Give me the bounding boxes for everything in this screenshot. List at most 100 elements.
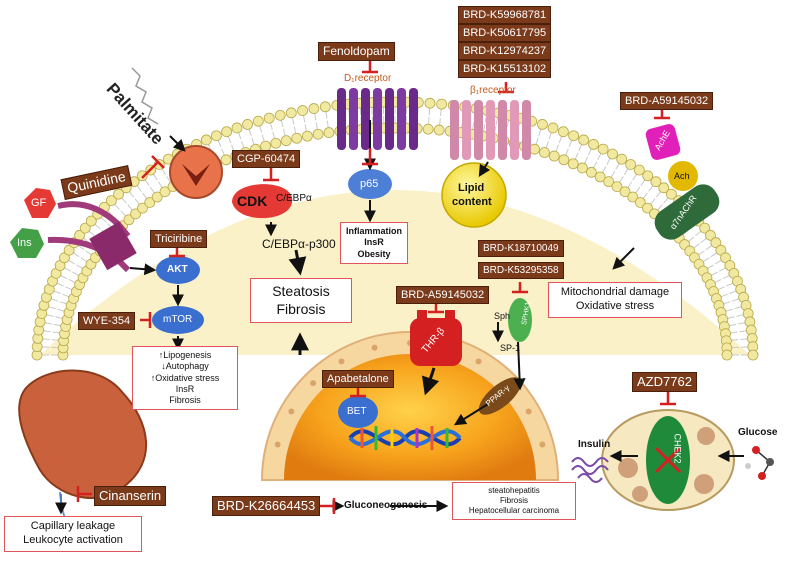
lipid-head xyxy=(567,158,579,170)
lipid-head xyxy=(642,170,654,182)
ache-enzyme-icon xyxy=(645,124,681,160)
outcome-text: Capillary leakage xyxy=(30,520,116,532)
apabetalone-drug-box: Apabetalone xyxy=(322,370,394,389)
granule-icon xyxy=(618,458,638,478)
nuclear-pore xyxy=(288,408,295,415)
nuclear-pore xyxy=(310,380,317,387)
nuclear-pore xyxy=(371,344,378,351)
outcome-text: steatohepatitis xyxy=(488,486,540,495)
lipid-head xyxy=(79,222,91,234)
mtor-node xyxy=(152,306,204,334)
wye-354-drug-box: WYE-354 xyxy=(78,312,136,331)
pancreas-organ-icon xyxy=(18,369,147,499)
inflammation-outcome-box: Inflammation InsR Obesity xyxy=(340,222,408,264)
brd-k12974237-drug-box: BRD-K12974237 xyxy=(458,42,552,61)
lipid-head xyxy=(297,105,308,116)
brd-k15513102-drug-box: BRD-K15513102 xyxy=(458,60,552,79)
outcome-text: Steatosis xyxy=(272,283,330,299)
bet-label: BET xyxy=(347,406,367,417)
lipid-head xyxy=(270,137,282,149)
lipid-head xyxy=(308,103,320,114)
gluconeogenesis-label: Gluconeogenesis xyxy=(344,500,428,511)
cytoplasm xyxy=(40,190,750,355)
lipid-head xyxy=(588,139,599,150)
lipid-head xyxy=(220,154,232,166)
brd-k26664453-drug-box: BRD-K26664453 xyxy=(212,496,321,517)
lipid-head xyxy=(529,143,540,155)
palmitate-transporter-icon xyxy=(169,145,223,199)
outcome-text: Obesity xyxy=(357,248,391,259)
ach-label: Ach xyxy=(674,171,690,181)
outcome-text: Mitochondrial damage xyxy=(560,286,670,298)
granule-icon xyxy=(632,486,648,502)
lipid-head xyxy=(721,349,733,361)
fenoldopam-drug-box: Fenoldopam xyxy=(318,42,395,62)
gf-label: GF xyxy=(31,197,47,209)
lipid-head xyxy=(747,349,759,361)
mtor-effects-outcome-box: ↑Lipogenesis ↓Autophagy ↑Oxidative stres… xyxy=(132,346,238,411)
lipid-head xyxy=(568,130,580,142)
ppar-node xyxy=(478,377,522,415)
lipid-head xyxy=(105,195,117,206)
lipid-head xyxy=(242,119,253,130)
ach-node xyxy=(668,161,698,191)
lipid-head xyxy=(252,115,264,127)
lipid-head xyxy=(319,101,331,113)
lipid-head xyxy=(633,164,645,176)
lipid-head xyxy=(130,208,141,220)
lipid-head xyxy=(558,154,570,166)
lipid-head xyxy=(301,130,313,142)
glucose-molecule-icon xyxy=(745,446,774,480)
lipid-head xyxy=(658,182,670,194)
content-label: content xyxy=(452,196,492,208)
lipid-head xyxy=(144,197,156,208)
outcome-text: Leukocyte activation xyxy=(23,533,123,546)
lipid-label: Lipid xyxy=(458,182,485,194)
lipid-head xyxy=(597,143,609,155)
lipid-head xyxy=(200,134,212,146)
lipid-head xyxy=(619,186,631,198)
lipid-head xyxy=(113,188,125,200)
activation-arrows xyxy=(55,120,744,515)
lipid-head xyxy=(285,107,297,119)
lipid-head xyxy=(274,109,286,121)
lipid-head xyxy=(137,202,148,214)
lipid-head xyxy=(627,191,639,203)
p65-node xyxy=(348,169,392,199)
lipid-head xyxy=(650,176,662,188)
capillary-outcome-box: Capillary leakage Leukocyte activation xyxy=(4,516,142,552)
steatosis-outcome-box: Steatosis Fibrosis xyxy=(250,278,352,323)
azd7762-drug-box: AZD7762 xyxy=(632,372,697,393)
nuclear-pore xyxy=(274,441,281,448)
d1-receptor-label: D₁receptor xyxy=(344,73,392,84)
lipid-head xyxy=(607,148,618,160)
mitochondrial-outcome-box: Mitochondrial damage Oxidative stress xyxy=(548,282,682,318)
lipid-head xyxy=(537,119,548,130)
nuclear-pore xyxy=(475,358,482,365)
ins-ligand-icon xyxy=(10,228,44,258)
outcome-text: Inflammation xyxy=(345,226,402,236)
lipid-head xyxy=(611,181,623,193)
lipid-head xyxy=(594,171,606,183)
lipid-head xyxy=(578,134,590,146)
lipid-head xyxy=(159,186,171,198)
outcome-text: Fibrosis xyxy=(499,496,528,505)
brd-a59145032-top-drug-box: BRD-A59145032 xyxy=(620,92,714,111)
lipid-head xyxy=(231,122,243,134)
thr-b-receptor-icon xyxy=(410,310,462,366)
ins-label: Ins xyxy=(17,237,32,249)
beta1-receptor-icon xyxy=(450,100,531,160)
cebpa-p300-label: C/EBPα-p300 xyxy=(262,237,336,251)
lipid-head xyxy=(424,97,436,109)
nuclear-pore xyxy=(338,358,345,365)
granule-icon xyxy=(697,427,715,445)
lipid-head xyxy=(312,128,324,140)
lipid-head xyxy=(547,122,559,134)
blocked-x-icon xyxy=(654,446,682,474)
lipid-head xyxy=(705,229,716,241)
gf-ligand-icon xyxy=(24,188,56,218)
outcome-text: InsR xyxy=(364,237,384,248)
lipid-head xyxy=(665,188,677,200)
lipid-head xyxy=(642,202,653,214)
